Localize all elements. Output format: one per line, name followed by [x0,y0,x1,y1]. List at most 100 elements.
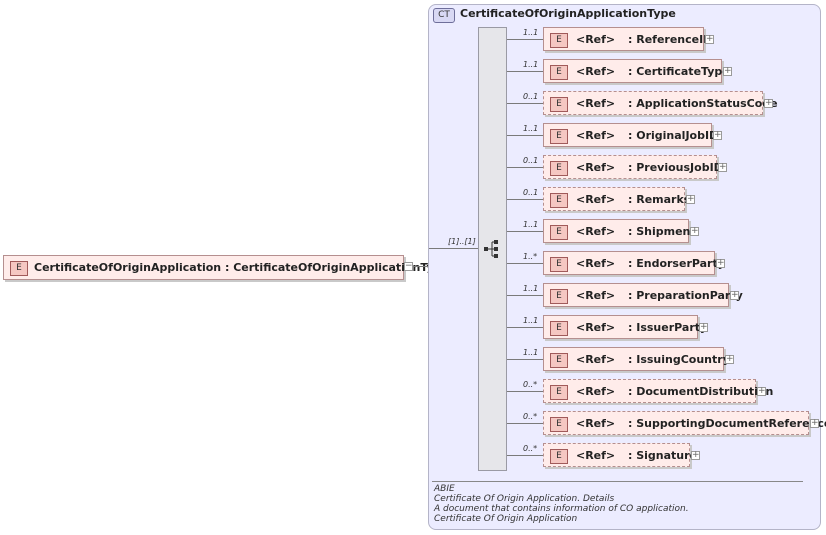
element-badge: E [550,129,568,144]
element-badge: E [550,65,568,80]
element-connector [507,199,543,200]
element-row[interactable]: E <Ref> : CertificateType [543,59,730,83]
element-badge: E [550,97,568,112]
element-connector [507,135,543,136]
plus-icon[interactable]: + [691,450,700,460]
element-connector [507,359,543,360]
root-separator: : [224,261,230,274]
root-element[interactable]: E CertificateOfOriginApplication : Certi… [3,255,449,280]
element-row[interactable]: E<Ref>: ReferenceID [543,27,712,51]
element-connector [507,71,543,72]
element-badge: E [550,161,568,176]
element-badge: E [550,385,568,400]
element-row[interactable]: E<Ref>: Signature [543,443,697,467]
element-ref: <Ref> [576,321,616,334]
root-element-type: CertificateOfOriginApplicationType [233,261,450,274]
element-cardinality: 0..* [523,412,538,421]
element-cardinality: 1..1 [523,316,539,325]
root-connector [413,266,429,267]
element-badge: E [550,193,568,208]
element-badge: E [550,257,568,272]
element-row[interactable]: E<Ref>: ApplicationStatusCode [543,91,778,115]
element-ref: <Ref> [576,257,616,270]
element-ref: <Ref> [576,417,616,430]
element-badge: E [10,261,28,276]
root-element-label: CertificateOfOriginApplication : Certifi… [34,261,449,274]
element-name: : Shipment [628,225,696,238]
element-cardinality: 1..1 [523,220,539,229]
element-badge: E [550,417,568,432]
element-name: : DocumentDistribution [628,385,774,398]
plus-icon[interactable]: + [810,418,819,428]
element-cardinality: 0..* [523,380,538,389]
complex-type-badge: CT [433,8,455,23]
plus-icon[interactable]: + [686,194,695,204]
element-cardinality: 0..1 [523,156,539,165]
plus-icon[interactable]: + [764,98,773,108]
collapse-icon[interactable]: − [404,261,413,271]
element-name: : Signature [628,449,698,462]
element-row[interactable]: E <Ref> : DocumentDistribution [543,379,773,403]
element-ref: <Ref> [576,193,616,206]
plus-icon[interactable]: + [757,386,766,396]
element-badge: E [550,225,568,240]
element-cardinality: 0..1 [523,188,539,197]
doc-line-1: ABIE [434,484,455,494]
element-row[interactable]: E <Ref> : Remarks [543,187,690,211]
doc-line-2: Certificate Of Origin Application. Detai… [434,494,615,504]
element-cardinality: 1..1 [523,284,539,293]
element-ref: <Ref> [576,353,616,366]
plus-icon[interactable]: + [713,130,722,140]
element-row[interactable]: E <Ref> : Shipment [543,219,696,243]
element-row[interactable]: E <Ref> : PreviousJobID [543,155,723,179]
element-connector [507,263,543,264]
plus-icon[interactable]: + [730,290,739,300]
element-ref: <Ref> [576,129,616,142]
element-badge: E [550,449,568,464]
sequence-cardinality: [1]..[1] [448,237,476,246]
element-row[interactable]: E <Ref> : OriginalJobID [543,123,718,147]
element-connector [507,295,543,296]
doc-line-3: A document that contains information of … [434,504,689,514]
element-cardinality: 1..1 [523,348,539,357]
element-name: : OriginalJobID [628,129,719,142]
sequence-connector [429,248,478,249]
plus-icon[interactable]: + [690,226,699,236]
element-row[interactable]: E<Ref>: PreparationParty [543,283,743,307]
element-cardinality: 0..* [523,444,538,453]
element-connector [507,327,543,328]
element-ref: <Ref> [576,97,616,110]
documentation-divider [432,481,803,482]
plus-icon[interactable]: + [718,162,727,172]
element-ref: <Ref> [576,225,616,238]
element-connector [507,455,543,456]
plus-icon[interactable]: + [705,34,714,44]
element-connector [507,39,543,40]
element-ref: <Ref> [576,385,616,398]
complex-type-title: CertificateOfOriginApplicationType [460,7,676,20]
element-cardinality: 1..1 [523,60,539,69]
element-ref: <Ref> [576,33,616,46]
element-ref: <Ref> [576,161,616,174]
element-name: : CertificateType [628,65,730,78]
plus-icon[interactable]: + [723,66,732,76]
element-row[interactable]: E<Ref>: EndorserParty [543,251,725,275]
element-ref: <Ref> [576,65,616,78]
element-row[interactable]: E<Ref>: SupportingDocumentReference [543,411,826,435]
element-name: : Remarks [628,193,691,206]
plus-icon[interactable]: + [699,322,708,332]
element-connector [507,423,543,424]
element-name: : IssuerParty [628,321,708,334]
plus-icon[interactable]: + [725,354,734,364]
element-cardinality: 1..* [523,252,538,261]
element-badge: E [550,353,568,368]
element-row[interactable]: E<Ref>: IssuerParty [543,315,707,339]
element-badge: E [550,33,568,48]
element-connector [507,391,543,392]
plus-icon[interactable]: + [716,258,725,268]
element-row[interactable]: E <Ref> : IssuingCountry [543,347,730,371]
element-connector [507,103,543,104]
element-name: : IssuingCountry [628,353,730,366]
element-connector [507,167,543,168]
element-name: : PreviousJobID [628,161,723,174]
